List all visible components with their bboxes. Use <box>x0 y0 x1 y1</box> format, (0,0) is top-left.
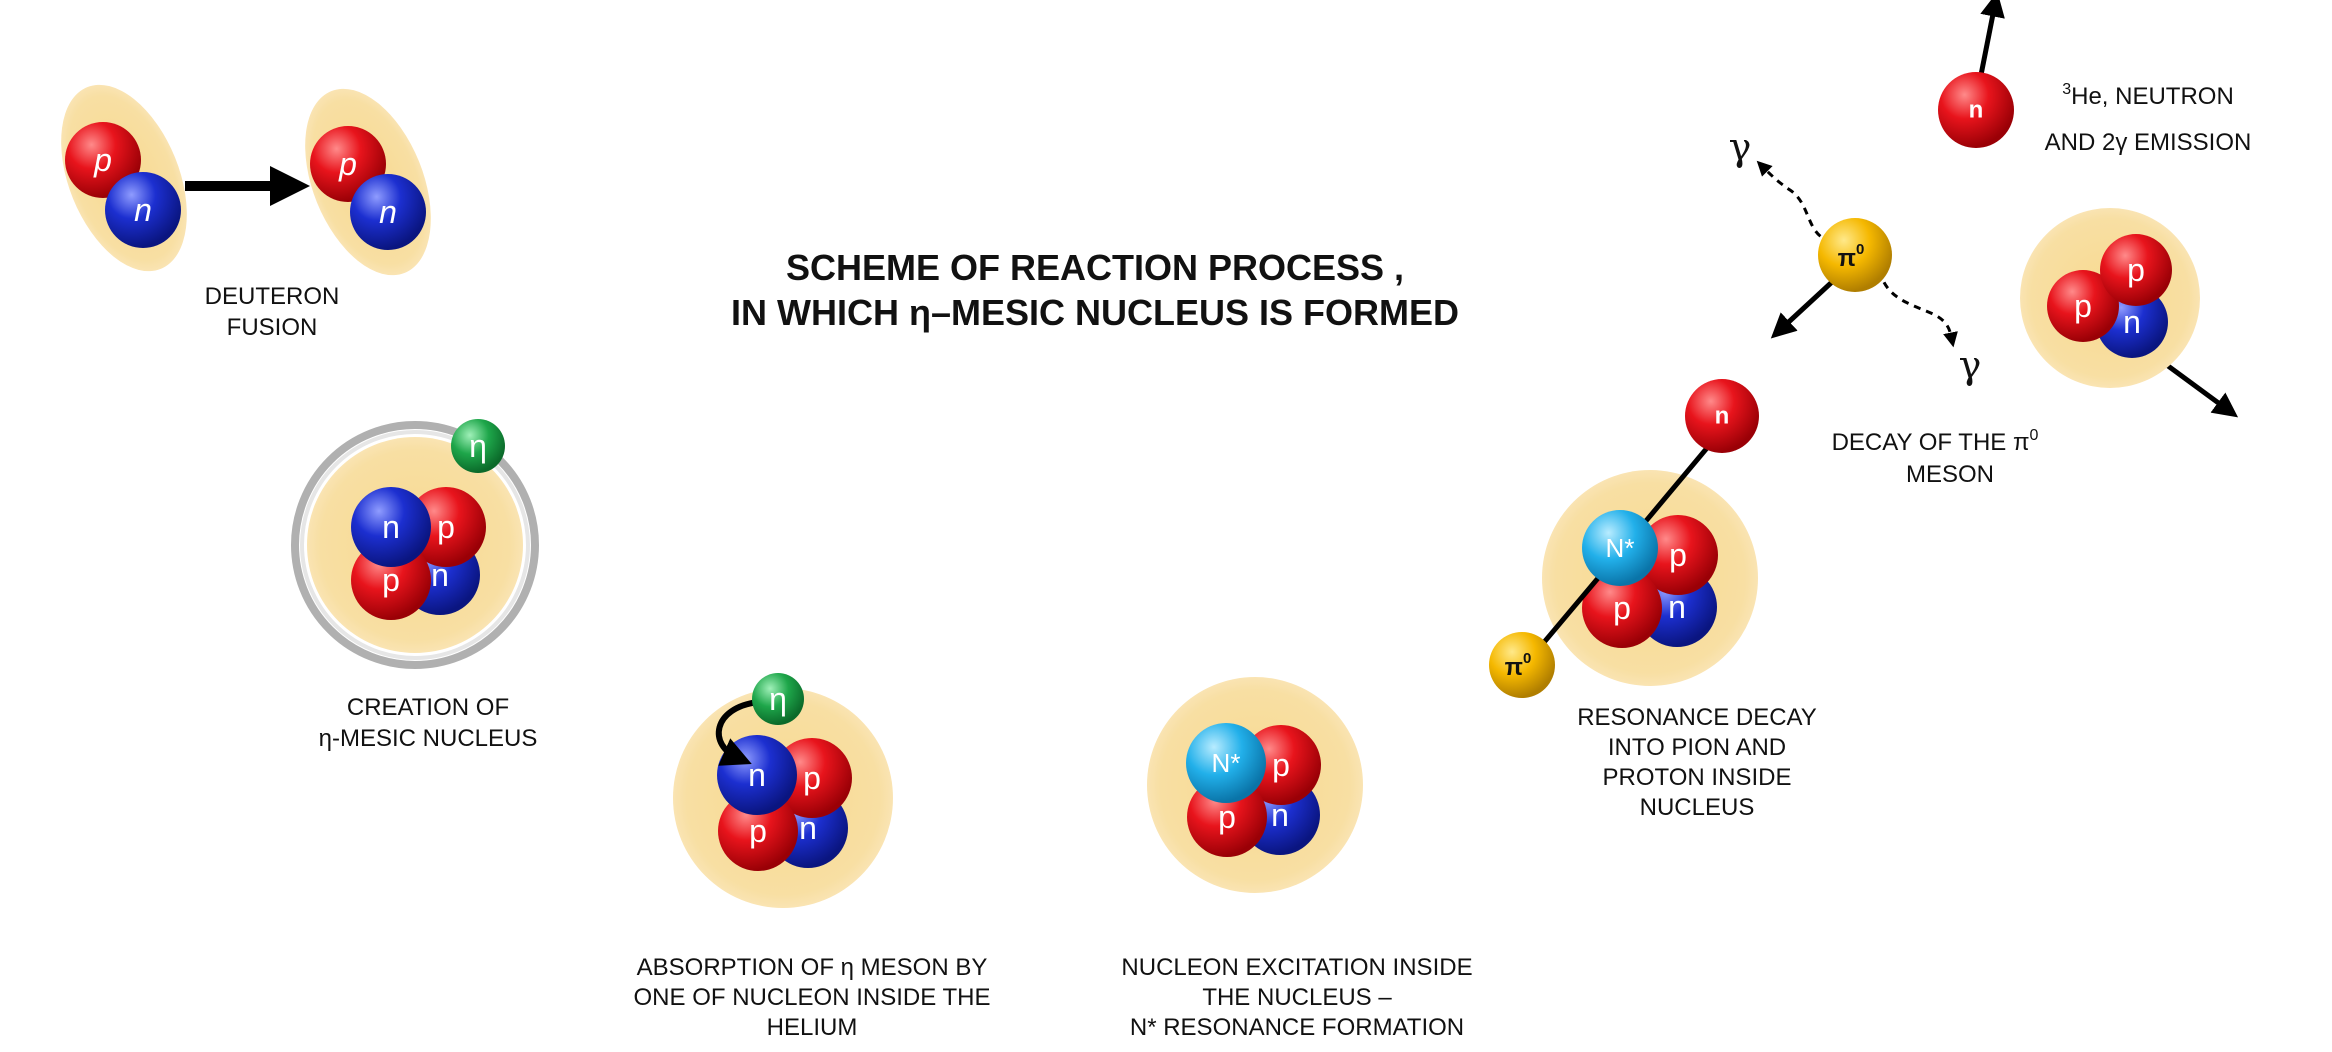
caption-emission-line-1: 3He, NEUTRON <box>2062 81 2234 110</box>
helium-outgoing-track <box>2158 357 2239 418</box>
neutron-label: n <box>382 509 400 545</box>
pion-ball <box>1489 632 1555 698</box>
neutron-label: n <box>134 192 152 228</box>
stage-deuteron-fusion: p n p n DEUTERON FUSION <box>61 84 431 341</box>
proton-label: p <box>749 813 767 849</box>
caption-emission-line-2: AND 2γ EMISSION <box>2045 129 2252 156</box>
neutron-ball <box>351 487 431 567</box>
caption-absorption-line-1: ABSORPTION OF η MESON BY <box>637 954 988 981</box>
pion-symbol: π <box>1505 654 1523 681</box>
caption-creation-line-1: CREATION OF <box>347 694 509 721</box>
proton-ball <box>406 487 486 567</box>
eta-label: η <box>769 681 787 717</box>
neutron-emitted-ball <box>1685 379 1759 453</box>
neutron-label: n <box>748 757 766 793</box>
caption-excitation-line-2: THE NUCLEUS – <box>1202 984 1392 1011</box>
proton-label: p <box>1272 747 1290 783</box>
gamma-path-lower <box>1878 269 1958 348</box>
pion-superscript: 0 <box>1856 241 1864 258</box>
neutron-ball <box>350 174 426 250</box>
neutron-label: n <box>1715 403 1730 430</box>
proton-label: p <box>2127 252 2145 288</box>
proton-label: p <box>1218 799 1236 835</box>
title-line-2: IN WHICH η–MESIC NUCLEUS IS FORMED <box>731 292 1459 333</box>
pion-ball <box>1818 218 1892 292</box>
proton-ball <box>1638 515 1718 595</box>
caption-creation-line-2: η-MESIC NUCLEUS <box>319 725 538 752</box>
resonance-ball <box>1582 510 1658 586</box>
proton-label: p <box>382 562 400 598</box>
orbit-ring-inner <box>300 430 530 660</box>
pion-superscript: 0 <box>1523 650 1531 667</box>
caption-emission-superscript: 3 <box>2062 81 2071 98</box>
caption-absorption-line-3: HELIUM <box>767 1014 858 1041</box>
stage-excitation: n p p N* NUCLEON EXCITATION INSIDE THE N… <box>1121 677 1473 1041</box>
caption-resonance-line-3: PROTON INSIDE <box>1603 764 1792 791</box>
caption-emission-text: He, NEUTRON <box>2071 83 2234 110</box>
proton-ball <box>1582 568 1662 648</box>
absorption-curved-arrow <box>715 699 759 766</box>
pion-label: π0 <box>1505 650 1532 681</box>
caption-pi0-superscript: 0 <box>2030 427 2039 444</box>
proton-label: p <box>1669 537 1687 573</box>
proton-label: p <box>803 760 821 796</box>
caption-resonance-line-2: INTO PION AND <box>1608 734 1786 761</box>
neutron-outgoing-track <box>1977 0 2005 81</box>
proton-label: p <box>1613 590 1631 626</box>
neutron-emitted-ball <box>1938 72 2014 148</box>
proton-label: p <box>2074 288 2092 324</box>
stage-emission: n n p p 3He, NEUTRON AND 2γ EMISSION <box>1938 0 2252 418</box>
caption-pi0-line-2: MESON <box>1906 461 1994 488</box>
neutron-label: n <box>1271 797 1289 833</box>
proton-label: p <box>338 146 357 182</box>
proton-ball <box>2047 270 2119 342</box>
stage-resonance-decay: n p p N* n π0 RESONANCE DECAY INTO PION … <box>1489 379 1817 821</box>
neutron-label: n <box>2123 304 2141 340</box>
eta-meson-ball <box>451 419 505 473</box>
gamma-label-lower: γ <box>1959 343 1982 387</box>
gamma-label-upper: γ <box>1729 125 1752 169</box>
title-line-1: SCHEME OF REACTION PROCESS , <box>786 247 1404 288</box>
caption-resonance-line-4: NUCLEUS <box>1640 794 1755 821</box>
caption-pi0-text: DECAY OF THE π <box>1832 429 2030 456</box>
proton-ball <box>2100 234 2172 306</box>
resonance-label: N* <box>1606 533 1635 563</box>
caption-pi0-line-1: DECAY OF THE π0 <box>1832 427 2039 456</box>
neutron-label: n <box>799 810 817 846</box>
caption-deuteron-line-1: DEUTERON <box>205 283 340 310</box>
proton-ball <box>718 791 798 871</box>
eta-label: η <box>469 428 487 464</box>
stage-absorption: n p p n η ABSORPTION OF η MESON BY ONE O… <box>634 673 991 1041</box>
resonance-ball <box>1186 723 1266 803</box>
neutron-label: n <box>379 194 397 230</box>
pion-symbol: π <box>1838 245 1856 272</box>
diagram-title: SCHEME OF REACTION PROCESS , IN WHICH η–… <box>731 247 1459 333</box>
caption-resonance-line-1: RESONANCE DECAY <box>1577 704 1817 731</box>
pion-label: π0 <box>1838 241 1865 272</box>
neutron-label: n <box>1668 589 1686 625</box>
proton-label: p <box>93 142 112 178</box>
stage-creation: n p p n η CREATION OF η-MESIC NUCLEUS <box>291 419 539 752</box>
proton-label: p <box>437 509 455 545</box>
caption-excitation-line-1: NUCLEON EXCITATION INSIDE <box>1121 954 1472 981</box>
eta-meson-ball <box>752 673 804 725</box>
orbit-ring <box>291 421 539 669</box>
caption-excitation-line-3: N* RESONANCE FORMATION <box>1130 1014 1464 1041</box>
gamma-path-upper <box>1756 160 1833 244</box>
neutron-ball <box>105 172 181 248</box>
stage-pi0-decay: π0 γ γ DECAY OF THE π0 MESON <box>1729 125 2039 488</box>
caption-deuteron-line-2: FUSION <box>227 314 318 341</box>
resonance-label: N* <box>1212 748 1241 778</box>
caption-absorption-line-2: ONE OF NUCLEON INSIDE THE <box>634 984 991 1011</box>
neutron-label: n <box>1969 97 1984 124</box>
